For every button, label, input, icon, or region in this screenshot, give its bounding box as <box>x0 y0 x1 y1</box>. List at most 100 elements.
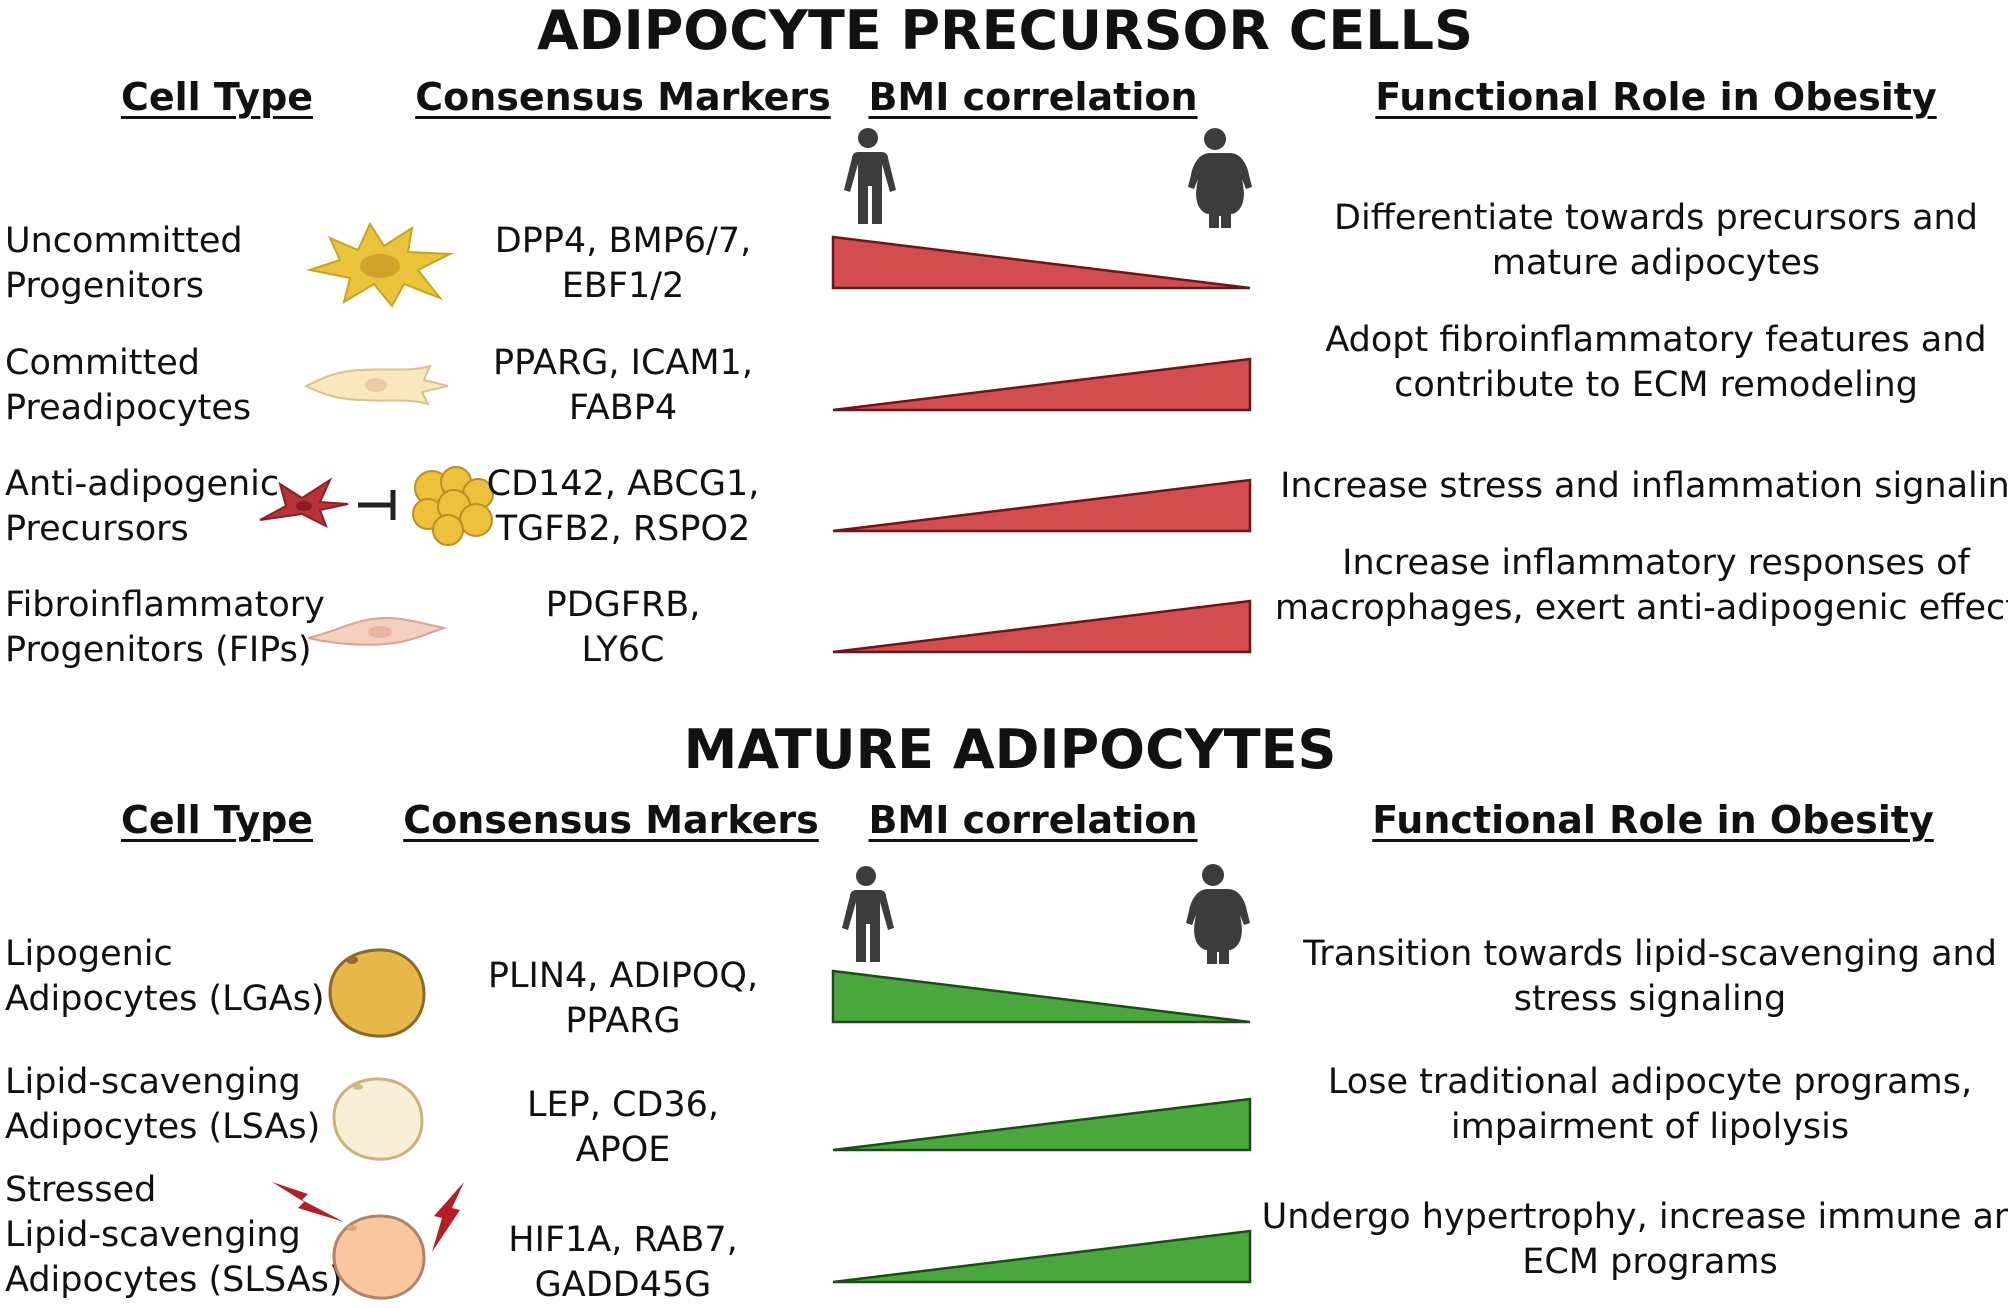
bmi-wedge-increasing <box>832 357 1252 412</box>
inhibition-icon <box>358 490 396 520</box>
lean-person-shape <box>844 128 896 224</box>
cell-name-line: Lipogenic <box>5 934 173 974</box>
role-line: Adopt fibroinflammatory features and <box>1325 320 1987 360</box>
role-lsa: Lose traditional adipocyte programs, imp… <box>1328 1060 1972 1150</box>
lga-cell-body <box>328 948 426 1038</box>
marker-line: APOE <box>575 1130 671 1170</box>
markers-anti-adipogenic: CD142, ABCG1, TGFB2, RSPO2 <box>487 462 760 552</box>
cell-name-line: Progenitors <box>5 266 204 306</box>
cell-name-line: Uncommitted <box>5 221 243 261</box>
role-line: contribute to ECM remodeling <box>1394 365 1918 405</box>
section-title-mature: MATURE ADIPOCYTES <box>683 718 1337 781</box>
cell-name-fips: Fibroinflammatory Progenitors (FIPs) <box>5 583 325 673</box>
marker-line: LEP, CD36, <box>526 1085 720 1125</box>
role-slsa: Undergo hypertrophy, increase immune and… <box>1262 1195 2008 1285</box>
role-line: ECM programs <box>1522 1242 1778 1282</box>
header-cell-type: Cell Type <box>120 75 314 119</box>
role-line: Undergo hypertrophy, increase immune and <box>1261 1197 2008 1237</box>
bmi-wedge-shape <box>831 235 1251 290</box>
progenitor-cell-nucleus <box>360 254 400 278</box>
role-line: Differentiate towards precursors and <box>1334 198 1978 238</box>
marker-line: PPARG <box>565 1001 681 1041</box>
bmi-wedge-increasing <box>832 478 1252 533</box>
markers-uncommitted: DPP4, BMP6/7, EBF1/2 <box>495 219 751 309</box>
lga-cell-icon <box>328 948 426 1038</box>
obese-person-icon <box>1186 864 1250 964</box>
lean-person-shape <box>842 866 894 962</box>
marker-line: DPP4, BMP6/7, <box>494 221 752 261</box>
cell-name-line: Adipocytes (LGAs) <box>5 979 325 1019</box>
role-lga: Transition towards lipid-scavenging and … <box>1303 932 1997 1022</box>
role-fips: Increase inflammatory responses of macro… <box>1275 541 2008 631</box>
role-line: macrophages, exert anti-adipogenic effec… <box>1274 588 2008 628</box>
lsa-cell-body <box>332 1077 424 1161</box>
obese-person-icon <box>1188 128 1252 228</box>
slsa-cell-body <box>332 1214 426 1300</box>
markers-committed: PPARG, ICAM1, FABP4 <box>493 341 753 431</box>
lean-person-icon <box>842 866 894 962</box>
cell-name-line: Stressed <box>5 1170 157 1210</box>
marker-line: GADD45G <box>534 1265 712 1305</box>
lsa-cell-nucleus <box>353 1084 363 1090</box>
cell-name-line: Precursors <box>5 509 189 549</box>
role-anti-adipogenic: Increase stress and inflammation signali… <box>1280 464 2008 509</box>
lean-person-icon <box>844 128 896 224</box>
preadipocyte-cell-nucleus <box>365 378 387 392</box>
marker-line: PPARG, ICAM1, <box>493 343 753 383</box>
anti-adipogenic-cell-nucleus <box>296 501 312 511</box>
cell-name-slsa: Stressed Lipid-scavenging Adipocytes (SL… <box>5 1168 343 1303</box>
slsa-cell-nucleus <box>347 1225 357 1231</box>
bmi-wedge-decreasing <box>831 235 1251 290</box>
adipocyte-cluster-icon <box>412 466 494 546</box>
bmi-wedge-shape <box>832 1229 1252 1284</box>
role-line: mature adipocytes <box>1491 243 1821 283</box>
cell-name-line: Lipid-scavenging <box>5 1062 301 1102</box>
markers-lsa: LEP, CD36, APOE <box>527 1083 719 1173</box>
role-line: Increase stress and inflammation signali… <box>1280 466 2008 506</box>
bmi-wedge-decreasing <box>831 969 1251 1024</box>
cell-name-lga: Lipogenic Adipocytes (LGAs) <box>5 932 325 1022</box>
header-markers: Consensus Markers <box>403 798 819 842</box>
lightning-bolt-right <box>432 1182 464 1252</box>
header-cell-type: Cell Type <box>120 798 314 842</box>
cell-name-line: Adipocytes (SLSAs) <box>5 1260 343 1300</box>
header-role: Functional Role in Obesity <box>1375 75 1937 119</box>
cell-name-uncommitted: Uncommitted Progenitors <box>5 219 243 309</box>
lsa-cell-icon <box>332 1077 424 1161</box>
section-title-precursors: ADIPOCYTE PRECURSOR CELLS <box>537 0 1473 62</box>
role-line: Lose traditional adipocyte programs, <box>1327 1062 1973 1102</box>
committed-preadipocyte-cell-icon <box>303 364 449 406</box>
role-line: stress signaling <box>1513 979 1787 1019</box>
fip-cell-icon <box>307 616 448 646</box>
cell-name-line: Progenitors (FIPs) <box>5 630 312 670</box>
lightning-icon <box>432 1182 464 1252</box>
cell-name-lsa: Lipid-scavenging Adipocytes (LSAs) <box>5 1060 320 1150</box>
cell-name-line: Committed <box>5 343 200 383</box>
cell-name-line: Fibroinflammatory <box>5 585 325 625</box>
obese-person-shape <box>1186 864 1250 964</box>
header-role: Functional Role in Obesity <box>1372 798 1934 842</box>
marker-line: TGFB2, RSPO2 <box>495 509 751 549</box>
lightning-icon <box>272 1182 344 1222</box>
role-committed: Adopt fibroinflammatory features and con… <box>1325 318 1986 408</box>
marker-line: PLIN4, ADIPOQ, <box>487 956 759 996</box>
bmi-wedge-increasing <box>832 1229 1252 1284</box>
header-bmi: BMI correlation <box>868 75 1198 119</box>
header-markers: Consensus Markers <box>415 75 831 119</box>
bmi-wedge-shape <box>832 1097 1252 1152</box>
bmi-wedge-shape <box>832 599 1252 654</box>
cell-name-line: Lipid-scavenging <box>5 1215 301 1255</box>
cell-name-committed: Committed Preadipocytes <box>5 341 251 431</box>
lightning-bolt-left <box>272 1182 344 1222</box>
cell-name-line: Adipocytes (LSAs) <box>5 1107 321 1147</box>
bmi-wedge-increasing <box>832 1097 1252 1152</box>
markers-fips: PDGFRB, LY6C <box>546 583 701 673</box>
lga-cell-nucleus <box>346 956 358 964</box>
marker-line: CD142, ABCG1, <box>486 464 760 504</box>
cell-name-line: Anti-adipogenic <box>5 464 280 504</box>
bmi-wedge-shape <box>831 969 1251 1024</box>
marker-line: HIF1A, RAB7, <box>508 1220 738 1260</box>
cell-name-anti-adipogenic: Anti-adipogenic Precursors <box>5 462 279 552</box>
role-line: Transition towards lipid-scavenging and <box>1303 934 1997 974</box>
